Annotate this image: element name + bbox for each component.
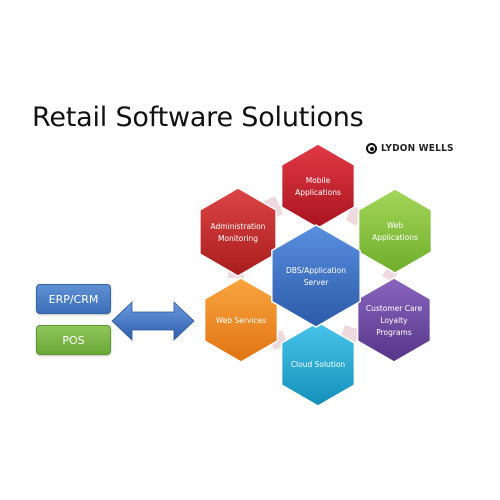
hex-customer-care-label-line: Programs bbox=[376, 328, 412, 337]
hex-cloud-solution-shape bbox=[280, 321, 356, 407]
hex-dbs-application-server-label-line: Server bbox=[304, 278, 330, 287]
hex-dbs-application-server-label-line: DBS/Application bbox=[286, 266, 346, 275]
hex-administration-label-line: Administration bbox=[211, 222, 266, 231]
page-title: Retail Software Solutions bbox=[32, 102, 364, 133]
erp-crm-box: ERP/CRM bbox=[36, 284, 111, 314]
hex-mobile-applications-label-line: Applications bbox=[295, 188, 341, 197]
hex-dbs-application-server-shape bbox=[271, 224, 361, 328]
hex-web-applications-label-line: Applications bbox=[372, 233, 418, 242]
hex-cloud-solution-label-line: Cloud Solution bbox=[291, 360, 346, 369]
company-logo: LYDON WELLS bbox=[366, 143, 454, 154]
logo-text: LYDON WELLS bbox=[381, 143, 454, 154]
hex-administration-label-line: Monitoring bbox=[218, 234, 258, 243]
hex-customer-care-label-line: Customer Care bbox=[366, 304, 423, 313]
hex-customer-care-label-line: Loyalty bbox=[380, 316, 408, 325]
hex-web-services: Web Services bbox=[203, 277, 279, 363]
logo-mark-icon bbox=[366, 143, 377, 154]
hex-web-applications-label-line: Web bbox=[387, 221, 404, 230]
hex-cloud-solution: Cloud Solution bbox=[280, 321, 356, 407]
double-arrow-icon bbox=[111, 301, 195, 341]
hex-administration-shape bbox=[199, 187, 277, 277]
pos-box: POS bbox=[36, 325, 111, 355]
hex-web-services-label-line: Web Services bbox=[216, 316, 266, 325]
hex-mobile-applications-shape bbox=[280, 143, 356, 229]
hex-mobile-applications-label-line: Mobile bbox=[306, 176, 331, 185]
hex-web-applications-shape bbox=[357, 188, 433, 274]
